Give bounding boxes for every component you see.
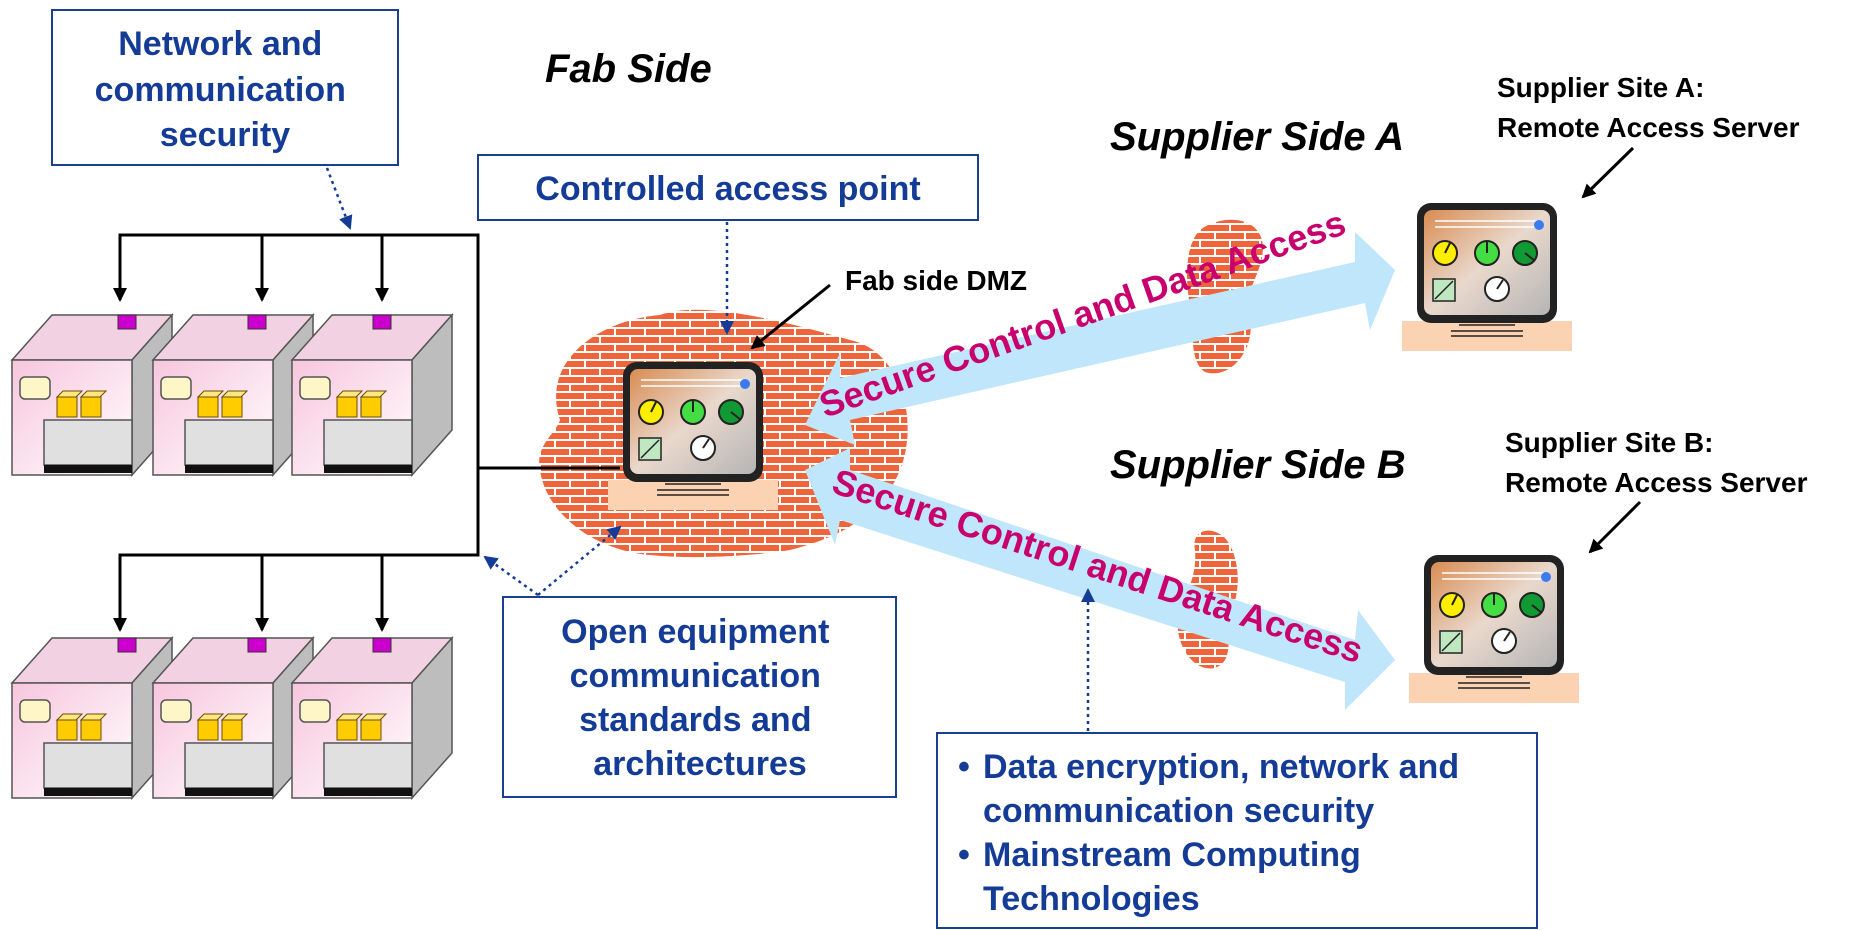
equipment-tool <box>291 637 453 799</box>
network-security-pointer <box>325 167 353 230</box>
equipment-tool <box>11 637 173 799</box>
fab-dmz-computer <box>607 361 779 511</box>
bullet-marker: • <box>958 836 970 874</box>
supplier-site-b-label: Supplier Site B: Remote Access Server <box>1505 427 1808 498</box>
bus-drop-arrows <box>113 282 389 632</box>
equipment-tool <box>152 637 314 799</box>
equipment-tool <box>152 314 314 476</box>
secure-channel-arrow-b <box>805 448 1395 710</box>
supplier-side-b-label: Supplier Side B <box>1110 443 1406 487</box>
network-security-box <box>51 9 399 166</box>
secure-channel-arrow-a <box>805 232 1395 445</box>
open-equipment-box <box>502 596 897 798</box>
equipment-row-bottom <box>11 637 453 799</box>
secure-channel-b-label: Secure Control and Data Access <box>828 461 1368 671</box>
network-port <box>247 637 267 653</box>
open-equipment-label: Open equipment communication standards a… <box>561 613 839 783</box>
equipment-tool <box>11 314 173 476</box>
fab-network-bus <box>118 233 620 610</box>
security-technologies-box <box>936 732 1538 929</box>
fab-side-label: Fab Side <box>545 47 712 91</box>
fab-dmz-label: Fab side DMZ <box>845 265 1027 296</box>
bullet-marker: • <box>958 748 970 786</box>
supplier-site-a-pointer <box>1581 146 1635 199</box>
network-security-label: Network and communication security <box>95 25 356 154</box>
open-equipment-pointer-left <box>483 555 539 597</box>
supplier-side-a-label: Supplier Side A <box>1110 115 1404 159</box>
equipment-row-top <box>11 314 453 476</box>
supplier-a-computer <box>1401 202 1573 352</box>
network-port <box>372 637 392 653</box>
controlled-access-box <box>477 154 979 221</box>
controlled-access-label: Controlled access point <box>535 170 920 208</box>
equipment-tool <box>291 314 453 476</box>
network-port <box>117 314 137 330</box>
supplier-site-a-label: Supplier Site A: Remote Access Server <box>1497 72 1800 143</box>
bullet-item-line: communication security <box>983 792 1374 830</box>
bullet-item-line: Technologies <box>983 880 1200 918</box>
bullet-list: • Data encryption, network and communica… <box>958 748 1459 918</box>
fab-dmz-pointer <box>750 283 831 350</box>
bullet-item-line: Mainstream Computing <box>983 836 1361 874</box>
network-port <box>247 314 267 330</box>
bullet-item-line: Data encryption, network and <box>983 748 1459 786</box>
network-port <box>117 637 137 653</box>
supplier-site-b-pointer <box>1588 500 1642 554</box>
network-port <box>372 314 392 330</box>
supplier-b-computer <box>1408 554 1580 704</box>
